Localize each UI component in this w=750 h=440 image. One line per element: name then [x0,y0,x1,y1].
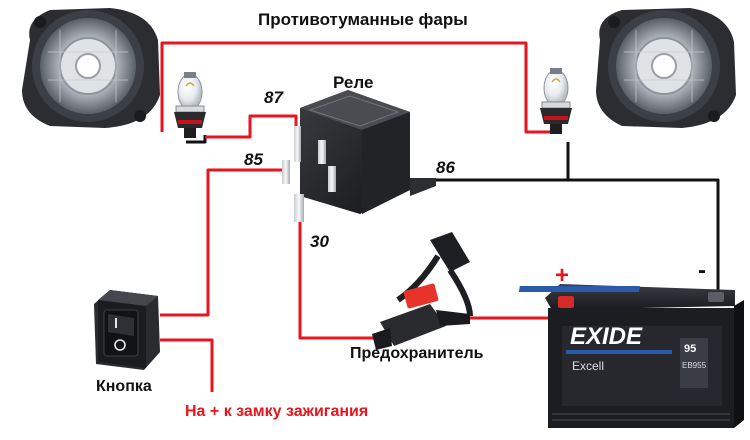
relay-label: Реле [333,73,374,92]
ignition-label: На + к замку зажигания [185,403,369,420]
relay [282,90,436,222]
relay-pin-86 [328,166,336,192]
fuse-holder [372,232,473,350]
battery-series: Excell [572,359,604,373]
battery-minus-label: - [698,257,706,284]
wire-30 [298,214,385,340]
battery-terminal-plus [558,296,574,308]
pin-86-label: 86 [436,158,455,177]
pin-30-label: 30 [310,232,329,251]
rocker-switch [94,290,160,370]
diagram-title: Противотуманные фары [258,10,468,29]
wire-86-ground [410,178,720,298]
fuse-label: Предохранитель [350,345,484,362]
pin-85-label: 85 [244,150,263,169]
fog-lamp-right [596,8,736,128]
relay-pin-87 [294,126,301,162]
fog-lamp-left [22,8,160,128]
relay-pin-85 [282,160,290,184]
wire-ignition [160,338,214,392]
battery-plus-label: + [555,262,570,289]
wire-85 [160,168,290,317]
battery-capacity: 95 [684,343,696,355]
battery: EXIDE Excell 95 EB955 [518,284,744,428]
battery-model: EB955 [682,361,707,370]
battery-brand: EXIDE [570,323,643,350]
battery-terminal-minus [708,292,724,302]
bulb-left [174,72,206,138]
wire-lamps-top [160,41,552,134]
relay-pin-30 [294,194,304,222]
fuse-icon [403,283,439,309]
button-label: Кнопка [96,378,152,395]
pin-87-label: 87 [264,88,283,107]
bulb-right [540,68,572,134]
